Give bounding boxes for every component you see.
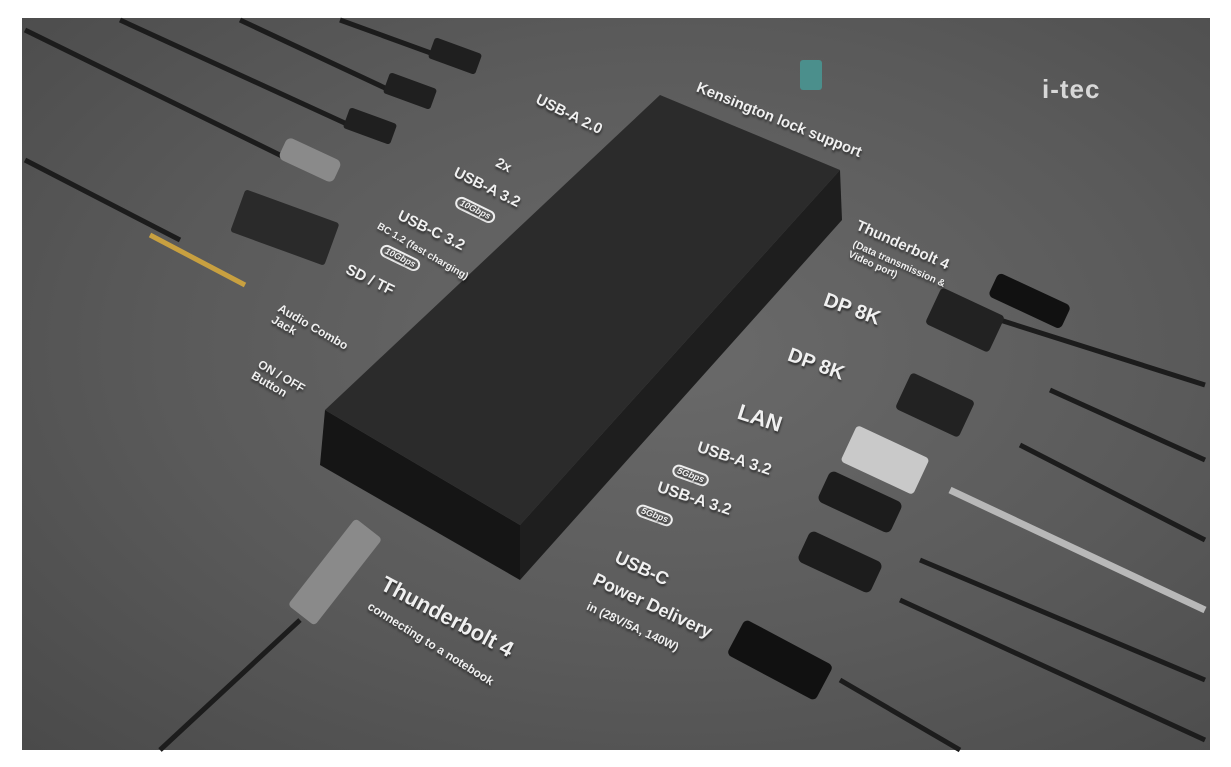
dock-top (325, 95, 840, 525)
dp-plug (896, 373, 974, 437)
usb-a-plug (798, 531, 882, 593)
cables (23, 17, 1207, 753)
dp-plug (926, 288, 1004, 352)
usb-a-plug (383, 72, 437, 110)
usb-a-plug (818, 471, 902, 533)
dock-front-side (320, 410, 520, 580)
kensington-lock (800, 60, 822, 90)
usb-c-plug (279, 138, 341, 182)
audio-jack (148, 232, 247, 288)
brand-logo: i-tec (1042, 74, 1101, 104)
usb-c-power-plug (728, 620, 832, 700)
dock-port-side (520, 170, 842, 580)
lan-plug (841, 426, 929, 494)
lan-cable (948, 486, 1207, 614)
usb-a-plug (428, 37, 482, 75)
sd-card (230, 190, 339, 265)
tb4-host-plug (289, 519, 381, 625)
tb4-plug (989, 273, 1070, 328)
usb-a-plug (343, 107, 397, 145)
